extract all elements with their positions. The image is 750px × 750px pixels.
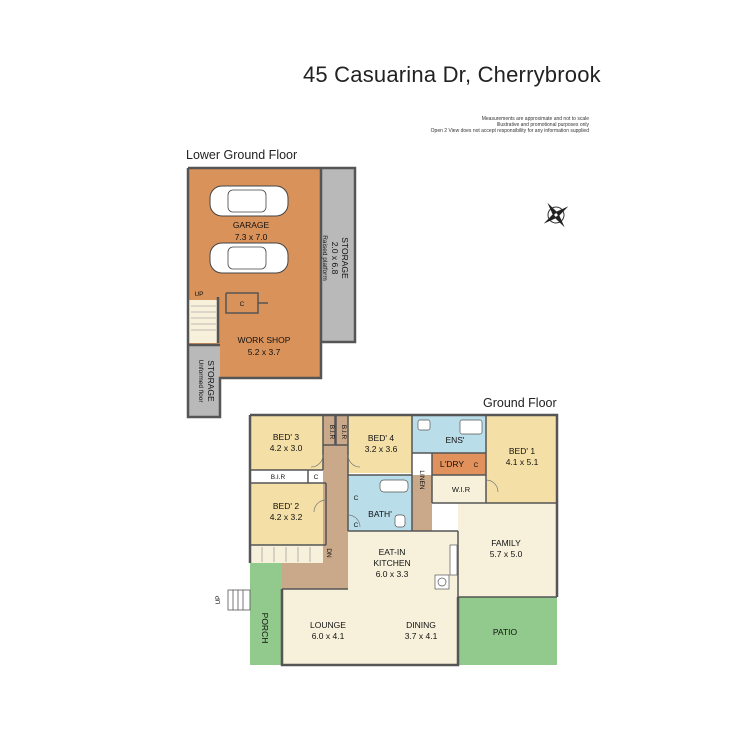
lounge-dining-area — [282, 589, 458, 665]
lower-partitions — [225, 292, 268, 314]
linen-label-group: LINEN — [418, 470, 425, 489]
disclaimer-line: Measurements are approximate and not to … — [481, 116, 589, 122]
closet-label: C — [474, 462, 479, 469]
bed1-area — [486, 415, 557, 503]
bir3-label-group: B.I.R — [340, 425, 347, 440]
family-area — [458, 503, 557, 597]
garage-size: 7.3 x 7.0 — [235, 232, 268, 242]
porch-label: PORCH — [260, 613, 270, 644]
storage-unformed-area — [188, 345, 220, 417]
garage-label: GARAGE — [233, 220, 270, 230]
stairs-down — [261, 547, 311, 562]
porch-label-group: PORCH — [260, 613, 270, 644]
car-icon — [209, 185, 289, 217]
bir-label: B.I.R — [271, 474, 286, 481]
dn-label-group: DN — [325, 548, 332, 558]
ground-floor-plan: BED' 3 4.2 x 3.0 B.I.R C BED' 2 4.2 x 3.… — [215, 413, 559, 667]
storage-note: Raised platform — [321, 235, 328, 281]
stairs-up-label: UP — [215, 595, 222, 604]
bir-label: B.I.R — [328, 425, 335, 440]
entry-hall — [282, 563, 348, 589]
bed4-area — [348, 415, 412, 473]
dining-size: 3.7 x 4.1 — [405, 631, 438, 641]
porch-area — [250, 563, 282, 665]
disclaimer-line: Illustrative and promotional purposes on… — [496, 122, 589, 128]
bed4-label: BED' 4 — [368, 433, 394, 443]
wir-area — [432, 475, 486, 503]
bed1-size: 4.1 x 5.1 — [506, 457, 539, 467]
lower-walls — [186, 166, 357, 419]
stairs-up-label: UP — [194, 291, 203, 298]
bed2-label: BED' 2 — [273, 501, 299, 511]
lower-floor-label: Lower Ground Floor — [186, 148, 298, 162]
storage-label: STORAGE — [340, 237, 350, 279]
closet-label: C — [314, 474, 319, 481]
disclaimer-line: Open 2 View does not accept responsibili… — [430, 128, 589, 134]
family-label: FAMILY — [491, 538, 521, 548]
patio-label: PATIO — [493, 627, 518, 637]
lower-ground-floor-plan: GARAGE 7.3 x 7.0 WORK SHOP 5.2 x 3.7 C U… — [186, 166, 357, 419]
laundry-label: L'DRY — [440, 459, 464, 469]
bed3-area — [250, 415, 323, 470]
closet-label: C — [240, 301, 245, 308]
ground-floor-label: Ground Floor — [483, 396, 557, 410]
bed3-label: BED' 3 — [273, 432, 299, 442]
fixtures — [379, 419, 483, 590]
interior-walls — [250, 415, 557, 598]
front-steps — [227, 589, 251, 611]
bed2-area — [250, 483, 326, 545]
ground-walls — [248, 413, 559, 667]
bed3-size: 4.2 x 3.0 — [270, 443, 303, 453]
bath-label: BATH' — [368, 509, 392, 519]
bed1-label: BED' 1 — [509, 446, 535, 456]
stair-area — [188, 300, 218, 343]
disclaimer: Measurements are approximate and not to … — [431, 116, 589, 134]
car-icon — [209, 242, 289, 274]
wir-label: W.I.R — [452, 485, 471, 494]
up-label-group: UP — [215, 595, 222, 604]
closet-label: C — [354, 522, 359, 529]
family-size: 5.7 x 5.0 — [490, 549, 523, 559]
kitchen-label: EAT-IN — [379, 547, 406, 557]
storage-size: 2.0 x 6.8 — [330, 242, 340, 275]
patio-area — [458, 597, 557, 665]
ensuite-label: ENS' — [445, 435, 464, 445]
hallway-right — [412, 475, 432, 531]
closet-label: C — [354, 495, 359, 502]
linen-label: LINEN — [418, 470, 425, 489]
storage-side-note: Unformed floor — [197, 360, 204, 404]
dining-label: DINING — [406, 620, 436, 630]
kitchen-label-2: KITCHEN — [373, 558, 410, 568]
storage-raised-area — [321, 168, 355, 342]
bed4-size: 3.2 x 3.6 — [365, 444, 398, 454]
workshop-size: 5.2 x 3.7 — [248, 347, 281, 357]
bed2-size: 4.2 x 3.2 — [270, 512, 303, 522]
stairs-down-area — [250, 545, 323, 563]
lounge-label: LOUNGE — [310, 620, 346, 630]
storage-raised-labels: STORAGE 2.0 x 6.8 Raised platform — [321, 235, 350, 281]
bir-label: B.I.R — [340, 425, 347, 440]
kitchen-size: 6.0 x 3.3 — [376, 569, 409, 579]
bir2-label-group: B.I.R — [328, 425, 335, 440]
property-address: 45 Casuarina Dr, Cherrybrook — [303, 62, 601, 87]
lounge-size: 6.0 x 4.1 — [312, 631, 345, 641]
stairs-down-label: DN — [325, 548, 332, 558]
storage-side-label: STORAGE — [206, 360, 216, 402]
storage-unformed-labels: STORAGE Unformed floor — [197, 360, 216, 404]
compass-rose-icon — [543, 202, 569, 228]
stairs-lower — [191, 305, 216, 331]
workshop-label: WORK SHOP — [238, 335, 291, 345]
door-swings — [310, 454, 499, 528]
laundry-area — [432, 453, 486, 475]
